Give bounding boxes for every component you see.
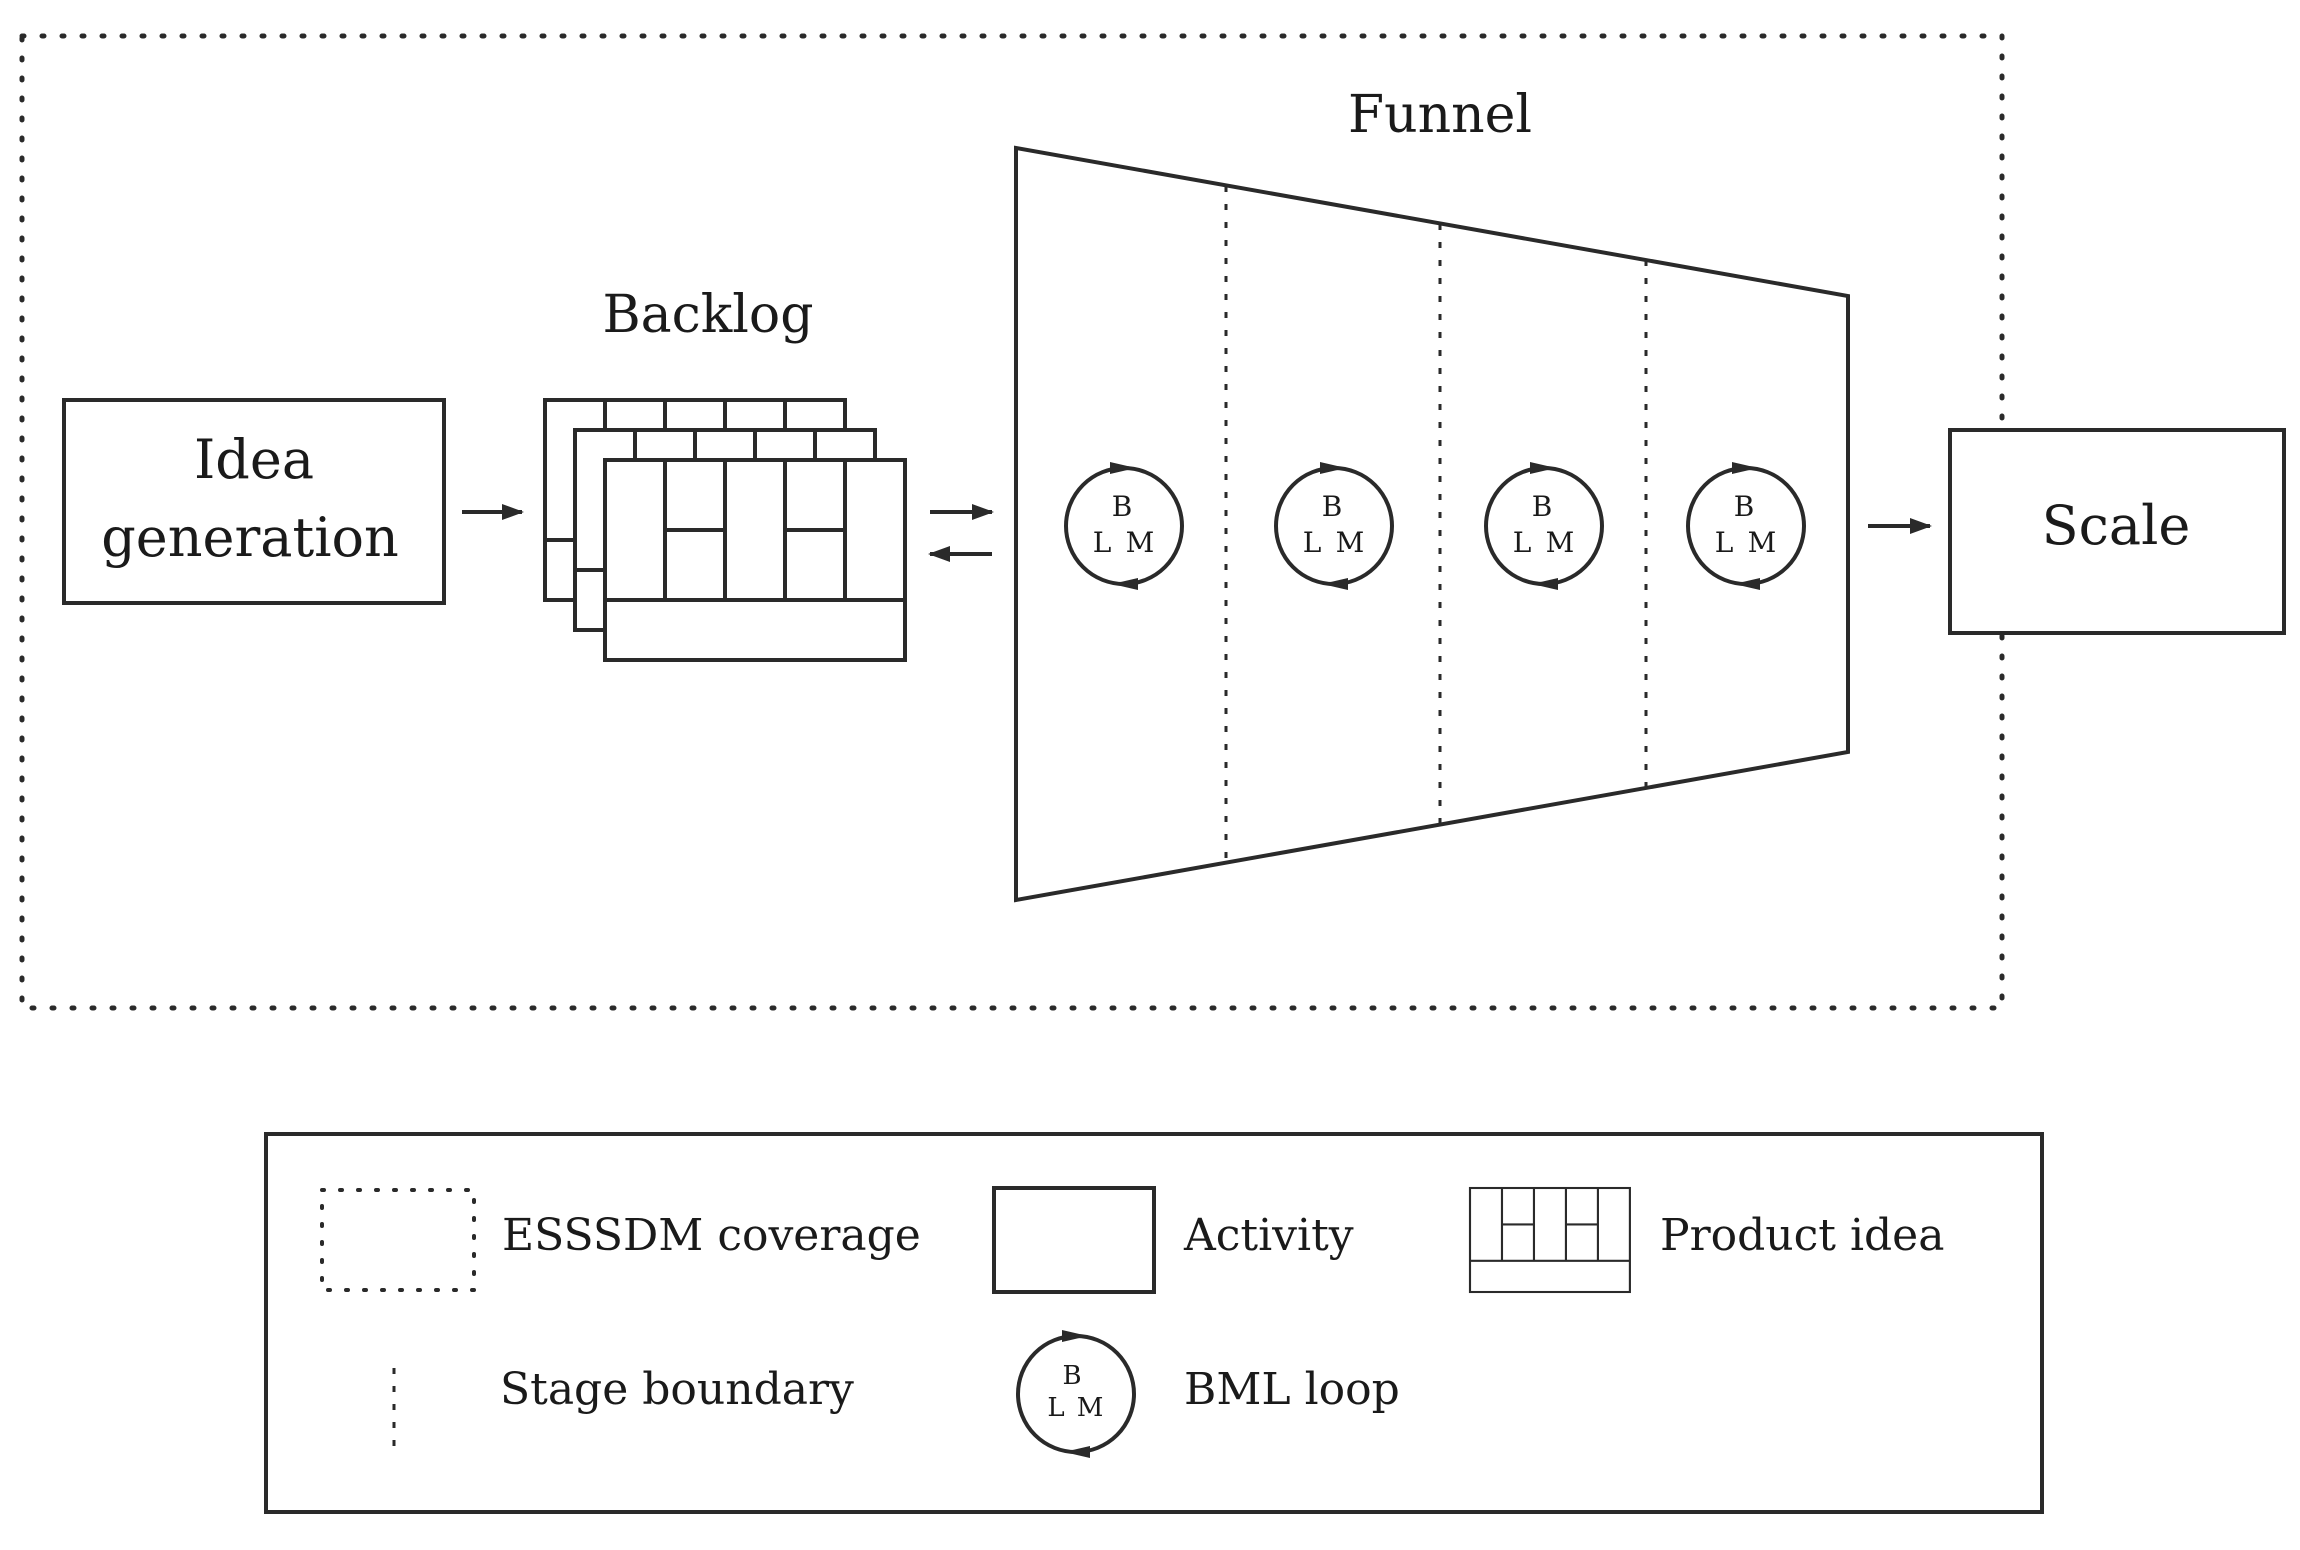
bml-loop-stage-1: B L M xyxy=(1064,460,1184,592)
bml-letter-b: B xyxy=(1112,490,1133,523)
bml-letter-b: B xyxy=(1062,1361,1081,1391)
backlog-title: Backlog xyxy=(602,285,813,345)
legend-activity-swatch xyxy=(992,1186,1156,1294)
legend-stage-boundary-label: Stage boundary xyxy=(500,1364,854,1415)
idea-generation-label-line1: Idea xyxy=(194,428,314,491)
bml-letter-m: M xyxy=(1336,526,1365,559)
legend: ESSSDM coverage Activity Product idea St… xyxy=(264,1132,2044,1514)
legend-bml-loop-label: BML loop xyxy=(1184,1364,1400,1415)
bml-letter-l: L xyxy=(1303,526,1322,559)
bml-letter-m: M xyxy=(1546,526,1575,559)
bml-letter-b: B xyxy=(1532,490,1553,523)
essssdm-coverage-boundary xyxy=(19,33,2005,1011)
bml-letter-m: M xyxy=(1077,1393,1104,1423)
bml-loop-stage-4: B L M xyxy=(1686,460,1806,592)
legend-bml-loop-swatch: B L M xyxy=(1016,1328,1136,1460)
scale-box: Scale xyxy=(1948,428,2286,635)
legend-activity-label: Activity xyxy=(1183,1210,1354,1261)
bml-letter-b: B xyxy=(1734,490,1755,523)
funnel-title: Funnel xyxy=(1348,85,1532,145)
bml-letter-l: L xyxy=(1715,526,1734,559)
bml-letter-l: L xyxy=(1047,1393,1064,1423)
funnel-shape xyxy=(1014,145,1850,903)
legend-essssdm-label: ESSSDM coverage xyxy=(502,1210,921,1261)
idea-generation-box: Idea generation xyxy=(62,398,446,605)
legend-product-idea-swatch xyxy=(1468,1186,1631,1294)
legend-product-idea-label: Product idea xyxy=(1660,1210,1944,1261)
bml-letter-m: M xyxy=(1126,526,1155,559)
bml-letter-l: L xyxy=(1093,526,1112,559)
stage-boundaries xyxy=(1224,186,1648,862)
bml-loop-stage-3: B L M xyxy=(1484,460,1604,592)
backlog-stack xyxy=(543,398,907,662)
scale-label: Scale xyxy=(2042,494,2191,557)
bml-letter-b: B xyxy=(1322,490,1343,523)
backlog-card-front xyxy=(603,458,907,662)
idea-generation-label-line2: generation xyxy=(101,506,399,569)
bml-loop-stage-2: B L M xyxy=(1274,460,1394,592)
legend-essssdm-swatch xyxy=(320,1188,476,1292)
bml-letter-l: L xyxy=(1513,526,1532,559)
bml-letter-m: M xyxy=(1748,526,1777,559)
